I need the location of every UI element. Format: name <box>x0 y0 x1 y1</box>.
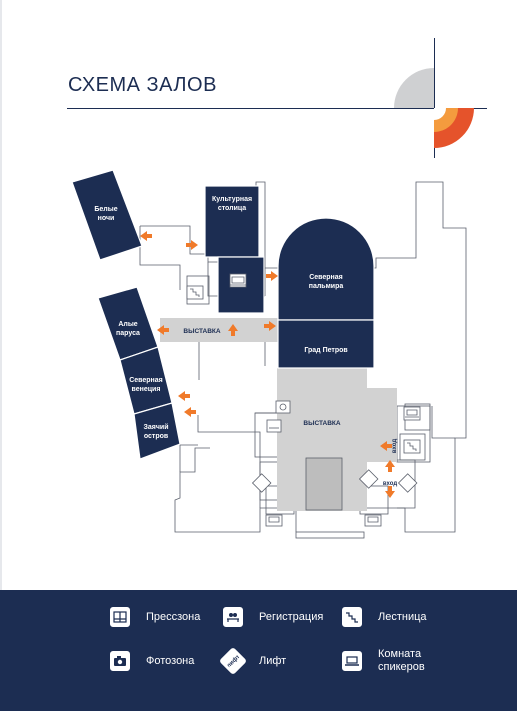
hall-label-grad-petrov: Град Петров <box>304 347 348 354</box>
hall-label-venetsiya-2: венеция <box>132 386 161 393</box>
legend-label-speakers: Комната спикеров <box>378 648 425 674</box>
hall-label-palmira-2: пальмира <box>309 283 344 290</box>
lift-icon: лифт <box>218 646 248 676</box>
legend-panel: Прессзона Регистрация Лестница Фотозона … <box>0 590 517 711</box>
vertical-divider <box>434 38 435 158</box>
legend-label-photo: Фотозона <box>146 654 195 667</box>
legend-item-photo: Фотозона <box>110 651 194 671</box>
speakers-room-icon-bottom-right <box>364 514 382 527</box>
lift-icon-3 <box>397 473 418 493</box>
lift-icon <box>251 473 272 493</box>
press-icon <box>110 607 130 627</box>
laptop-icon <box>342 651 362 671</box>
hall-label-kulturnaya-1: Культурная <box>212 196 252 203</box>
lift-icon-text: лифт <box>225 653 240 668</box>
hall-label-alye-parusa-1: Алые <box>118 321 137 328</box>
entrance-upper-label: вход <box>392 439 398 453</box>
entrance-lower-label: вход <box>383 481 397 487</box>
legend-label-press: Прессзона <box>146 610 201 623</box>
hall-label-zayachiy-1: Заячий <box>143 423 168 431</box>
speakers-room-icon-right <box>403 406 421 421</box>
page-edge <box>0 0 2 711</box>
legend-label-registration: Регистрация <box>259 610 324 623</box>
legend-label-lift: Лифт <box>259 654 287 667</box>
exhibition-main-label: ВЫСТАВКА <box>303 420 341 427</box>
hall-label-kulturnaya-2: столица <box>218 205 246 212</box>
legend-item-press: Прессзона <box>110 607 200 627</box>
hall-label-belye-nochi-2: ночи <box>98 215 115 222</box>
page-title: СХЕМА ЗАЛОВ <box>68 74 217 96</box>
speakers-room-icon-bottom-left <box>265 514 283 527</box>
stairs-icon-right <box>403 439 421 454</box>
legend-item-registration: Регистрация <box>223 607 323 627</box>
hall-label-venetsiya-1: Северная <box>129 377 163 384</box>
hall-label-palmira-1: Северная <box>309 274 343 281</box>
title-divider <box>67 108 487 109</box>
lift-icon-2 <box>358 469 379 489</box>
camera-icon <box>110 651 130 671</box>
legend-label-speakers-line2: спикеров <box>378 661 425 673</box>
hall-label-zayachiy-2: остров <box>144 433 169 440</box>
legend-item-speakers: Комната спикеров <box>342 648 425 674</box>
legend-item-lift: лифт Лифт <box>218 646 287 676</box>
entry-arrow-icon <box>140 231 395 498</box>
stairs-icon <box>342 607 362 627</box>
stairs-icon <box>186 285 204 300</box>
registration-icon <box>266 419 282 433</box>
hall-label-belye-nochi-1: Белые <box>94 206 117 213</box>
exhibition-upper-label: ВЫСТАВКА <box>183 328 221 335</box>
legend-label-stairs: Лестница <box>378 610 427 623</box>
corner-decoration-icon <box>394 68 474 148</box>
legend-label-speakers-line1: Комната <box>378 648 422 660</box>
legend-item-stairs: Лестница <box>342 607 427 627</box>
photo-zone-icon <box>275 400 291 414</box>
registration-icon <box>223 607 243 627</box>
floor-plan: Белые ночи Культурная столица Северная п… <box>71 170 467 539</box>
hall-label-alye-parusa-2: паруса <box>116 330 140 337</box>
